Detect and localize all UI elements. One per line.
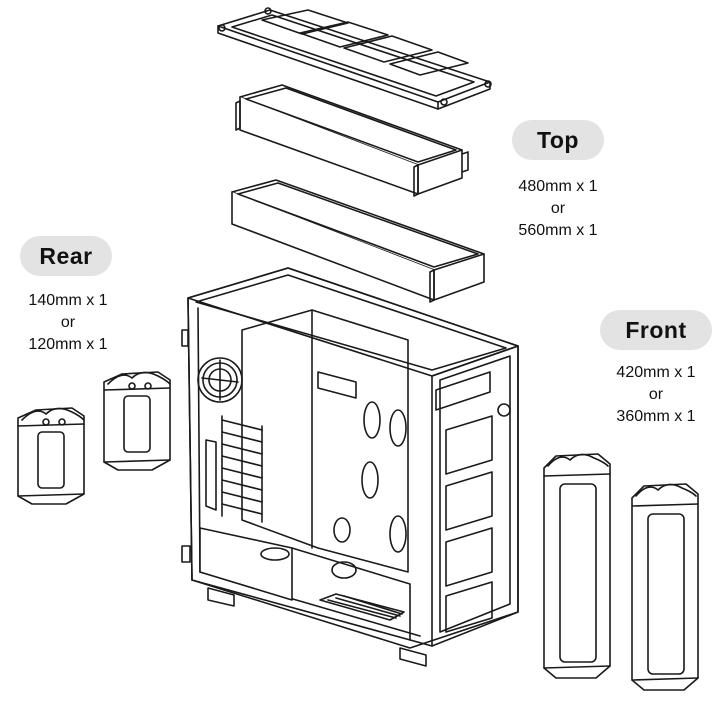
rear-radiator-back	[103, 371, 171, 471]
computer-case	[181, 267, 519, 667]
rear-label-pill: Rear	[20, 236, 112, 276]
rear-spec: 140mm x 1 or 120mm x 1	[6, 290, 130, 356]
top-spec: 480mm x 1 or 560mm x 1	[496, 176, 620, 242]
front-spec-line1: 420mm x 1	[616, 364, 696, 381]
front-spec: 420mm x 1 or 360mm x 1	[594, 362, 718, 428]
front-title: Front	[625, 317, 687, 343]
top-spec-line1: 480mm x 1	[518, 178, 598, 195]
top-label-pill: Top	[512, 120, 604, 160]
front-label-pill: Front	[600, 310, 712, 350]
top-title: Top	[537, 127, 579, 153]
rear-spec-line3: 120mm x 1	[28, 336, 108, 353]
front-radiator-right	[631, 483, 699, 691]
top-radiator-upper	[235, 84, 469, 197]
top-spec-line2: or	[550, 200, 566, 217]
rear-title: Rear	[39, 243, 93, 269]
top-radiator-lower	[231, 179, 485, 303]
rear-radiator-front	[17, 407, 85, 505]
front-spec-line2: or	[648, 386, 664, 403]
rear-spec-line2: or	[60, 314, 76, 331]
front-spec-line3: 360mm x 1	[616, 408, 696, 425]
top-spec-line3: 560mm x 1	[518, 222, 598, 239]
rear-spec-line1: 140mm x 1	[28, 292, 108, 309]
top-fan-bracket	[217, 7, 492, 110]
front-radiator-left	[543, 453, 611, 679]
